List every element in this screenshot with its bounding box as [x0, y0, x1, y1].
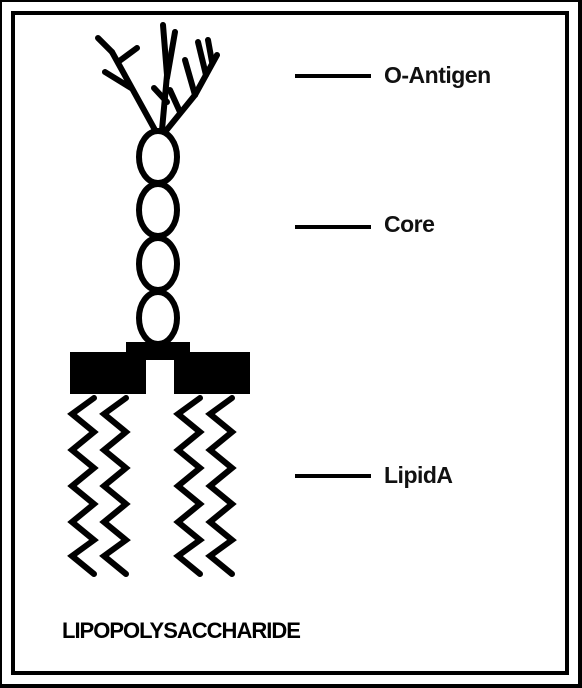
lipid-a-head: [70, 342, 250, 394]
lipid-a-label: LipidA: [384, 462, 453, 489]
core-label: Core: [384, 211, 434, 238]
leader-lines: [295, 76, 371, 476]
core-chain: [139, 131, 177, 344]
lipid-a-tails: [72, 398, 232, 574]
o-antigen-label: O-Antigen: [384, 62, 491, 89]
diagram-caption: LIPOPOLYSACCHARIDE: [62, 618, 300, 644]
o-antigen-branches: [98, 25, 217, 132]
